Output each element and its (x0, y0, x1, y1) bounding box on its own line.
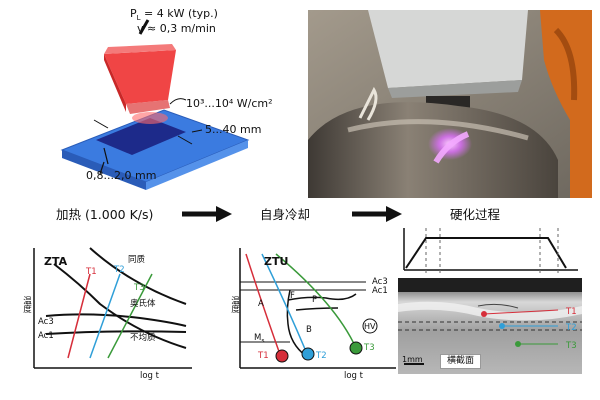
micrograph-t3-label: T3 (566, 341, 577, 351)
laser-power-label: PL = 4 kW (typ.) (130, 7, 218, 23)
intensity-label: 10³...10⁴ W/cm² (186, 97, 273, 110)
hardening-process-label: 硬化过程 (450, 207, 501, 222)
robot-laser-photo (308, 10, 592, 198)
zta-austenite-label: 奥氏体 (130, 299, 156, 309)
zta-inhomogeneous-label: 不均质 (130, 333, 156, 343)
ztu-region-f: F (290, 291, 295, 301)
ztu-region-a: A (258, 299, 264, 309)
ztu-t2-label: T2 (316, 351, 327, 361)
zta-t1-label: T1 (86, 267, 97, 277)
zta-t2-label: T2 (114, 265, 125, 275)
zta-x-label: log t (140, 371, 159, 381)
scale-bar-label: 1mm (402, 355, 423, 364)
hardening-depth-label: 0,8...2,0 mm (86, 169, 157, 182)
laser-schematic (60, 19, 250, 190)
ztu-title: ZTU (264, 255, 289, 268)
zta-ac1-label: Ac1 (38, 331, 54, 341)
ztu-ac1-label: Ac1 (372, 286, 388, 296)
zta-diagram (33, 247, 192, 369)
ztu-hv-label: HV (364, 322, 376, 331)
ztu-t3-label: T3 (364, 343, 375, 353)
self-cooling-label: 自身冷却 (260, 207, 311, 222)
zta-homogeneous-label: 同质 (128, 255, 146, 265)
ztu-ms-label: Ms (254, 333, 265, 345)
hardened-track (96, 118, 186, 155)
laser-beam (104, 50, 176, 104)
ztu-ac3-label: Ac3 (372, 277, 388, 287)
temperature-profile (403, 228, 578, 276)
ztu-region-b: B (306, 325, 312, 335)
zta-ac3-label: Ac3 (38, 317, 54, 327)
heating-label: 加热 (1.000 K/s) (56, 207, 154, 222)
cross-section-caption: 横截面 (440, 354, 482, 369)
ztu-diagram (239, 248, 396, 369)
cross-section-micrograph (398, 278, 582, 374)
scan-speed-label: v ≈ 0,3 m/min (137, 22, 216, 35)
arrow-right-icon (182, 206, 232, 222)
zta-y-label: 温度 (21, 296, 32, 313)
micrograph-t2-label: T2 (566, 323, 577, 333)
zta-title: ZTA (44, 255, 68, 268)
ztu-x-label: log t (344, 371, 363, 381)
ztu-y-label: 温度 (229, 296, 240, 313)
ztu-t1-label: T1 (258, 351, 269, 361)
ztu-region-p: P (312, 295, 318, 305)
spot-width-label: 5...40 mm (205, 123, 262, 136)
micrograph-t1-label: T1 (566, 307, 577, 317)
zta-t3-label: T3 (134, 283, 145, 293)
arrow-right-icon (352, 206, 402, 222)
